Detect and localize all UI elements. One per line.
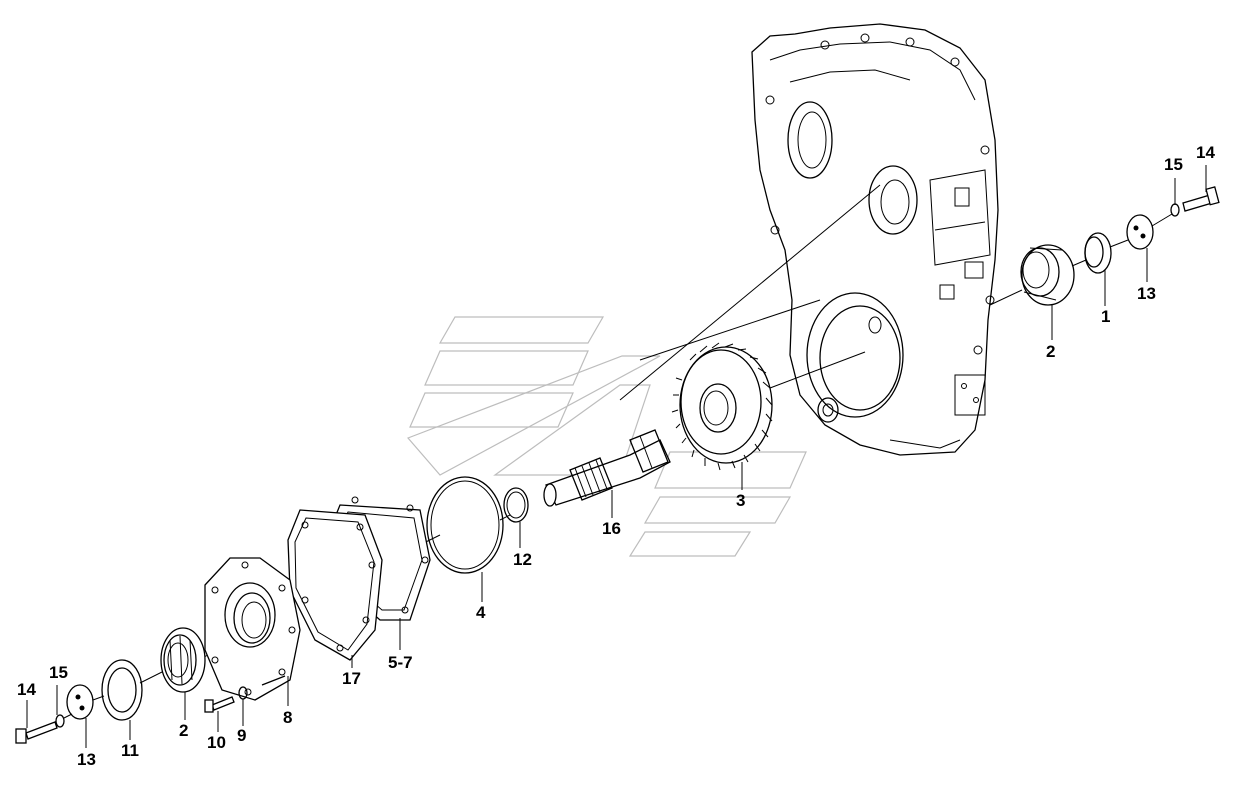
bearing-cone-left [160,627,206,693]
cover-dowel [261,675,286,686]
label-16: 16 [602,519,621,538]
label-4: 4 [476,603,486,622]
lock-washer-right [1170,203,1180,217]
label-8: 8 [283,708,292,727]
bolt-cover [204,696,235,713]
part-labels: 1 2 2 3 4 5-7 8 9 10 11 12 13 13 14 14 1… [17,143,1215,769]
bolt-right [1182,186,1220,212]
label-2-left: 2 [179,721,188,740]
label-14-right: 14 [1196,143,1215,162]
retaining-plate-left [66,684,94,720]
watermark-logo [406,316,807,557]
label-15-right: 15 [1164,155,1183,174]
label-12: 12 [513,550,532,569]
label-10: 10 [207,733,226,752]
leader-lines [26,165,1207,748]
bolt-left [15,721,58,744]
cover-gasket [287,509,383,661]
lock-washer-left [55,714,65,728]
seal-ring-right [1084,232,1112,274]
label-9: 9 [237,726,246,745]
label-17: 17 [342,669,361,688]
label-14-left: 14 [17,680,36,699]
label-2-right: 2 [1046,342,1055,361]
o-ring-large [426,476,504,574]
label-3: 3 [736,491,745,510]
o-ring-small [503,487,529,523]
label-15-left: 15 [49,663,68,682]
label-1: 1 [1101,307,1110,326]
spacer-ring-left [101,659,143,721]
bearing-cone-right [1020,244,1075,306]
bearing-cover [204,557,301,701]
label-13-left: 13 [77,750,96,769]
label-13-right: 13 [1137,284,1156,303]
label-5-7: 5-7 [388,653,413,672]
retaining-plate-right [1126,214,1154,250]
gear [671,342,773,471]
label-11: 11 [121,741,139,760]
output-shaft [543,429,671,507]
transmission-housing [751,23,999,456]
